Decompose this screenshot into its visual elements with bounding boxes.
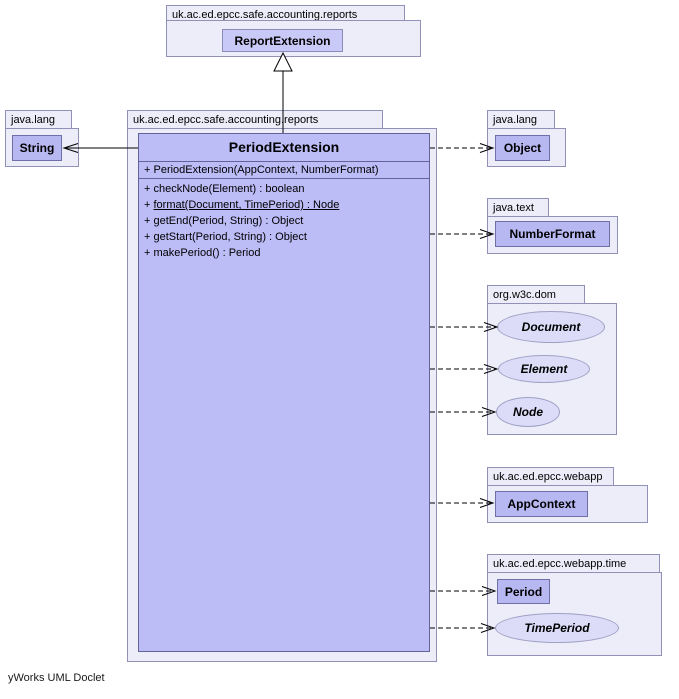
package-tab-java-text: java.text — [487, 198, 549, 216]
constructor-visibility: + — [144, 164, 151, 176]
method-visibility: + — [144, 215, 151, 227]
class-node-period-extension[interactable]: PeriodExtension + PeriodExtension(AppCon… — [138, 133, 430, 652]
class-node-string[interactable]: String — [12, 135, 62, 161]
method-signature: getStart(Period, String) : Object — [153, 231, 307, 243]
doclet-credit-label: yWorks UML Doclet — [8, 672, 105, 684]
interface-node-node[interactable]: Node — [496, 397, 560, 427]
package-tab-java-lang-left: java.lang — [5, 110, 72, 128]
class-node-period[interactable]: Period — [497, 579, 550, 604]
constructor-row: + PeriodExtension(AppContext, NumberForm… — [139, 162, 429, 179]
method-row-checknode: + checkNode(Element) : boolean — [139, 181, 429, 197]
package-tab-reports-main: uk.ac.ed.epcc.safe.accounting.reports — [127, 110, 383, 128]
method-visibility: + — [144, 247, 151, 259]
method-visibility: + — [144, 183, 151, 195]
method-row-makeperiod: + makePeriod() : Period — [139, 245, 429, 261]
dependency-arrow-node — [430, 407, 497, 417]
method-signature: makePeriod() : Period — [153, 247, 261, 259]
method-row-getend: + getEnd(Period, String) : Object — [139, 213, 429, 229]
dependency-arrow-app-context — [430, 498, 495, 508]
package-tab-webapp: uk.ac.ed.epcc.webapp — [487, 467, 614, 485]
method-row-getstart: + getStart(Period, String) : Object — [139, 229, 429, 245]
class-node-report-extension[interactable]: ReportExtension — [222, 29, 343, 52]
method-visibility: + — [144, 199, 151, 211]
class-node-app-context[interactable]: AppContext — [495, 491, 588, 517]
interface-node-document[interactable]: Document — [497, 311, 605, 343]
package-tab-org-w3c-dom: org.w3c.dom — [487, 285, 585, 303]
class-node-object[interactable]: Object — [495, 135, 550, 161]
package-tab-reports-top: uk.ac.ed.epcc.safe.accounting.reports — [166, 5, 405, 21]
dependency-arrow-number-format — [430, 229, 495, 239]
package-tab-java-lang-right: java.lang — [487, 110, 555, 128]
method-row-format: + format(Document, TimePeriod) : Node — [139, 197, 429, 213]
interface-node-time-period[interactable]: TimePeriod — [495, 613, 619, 643]
package-tab-webapp-time: uk.ac.ed.epcc.webapp.time — [487, 554, 660, 572]
class-title-period-extension: PeriodExtension — [139, 134, 429, 162]
dependency-arrow-object — [430, 143, 495, 153]
dependency-arrow-period — [430, 586, 497, 596]
method-visibility: + — [144, 231, 151, 243]
class-node-number-format[interactable]: NumberFormat — [495, 221, 610, 247]
method-signature-static: format(Document, TimePeriod) : Node — [153, 199, 340, 211]
method-signature: checkNode(Element) : boolean — [153, 183, 305, 195]
method-signature: getEnd(Period, String) : Object — [153, 215, 304, 227]
method-compartment: + checkNode(Element) : boolean + format(… — [139, 179, 429, 261]
constructor-signature: PeriodExtension(AppContext, NumberFormat… — [153, 164, 379, 176]
dependency-arrow-time-period — [430, 623, 496, 633]
interface-node-element[interactable]: Element — [498, 355, 590, 383]
